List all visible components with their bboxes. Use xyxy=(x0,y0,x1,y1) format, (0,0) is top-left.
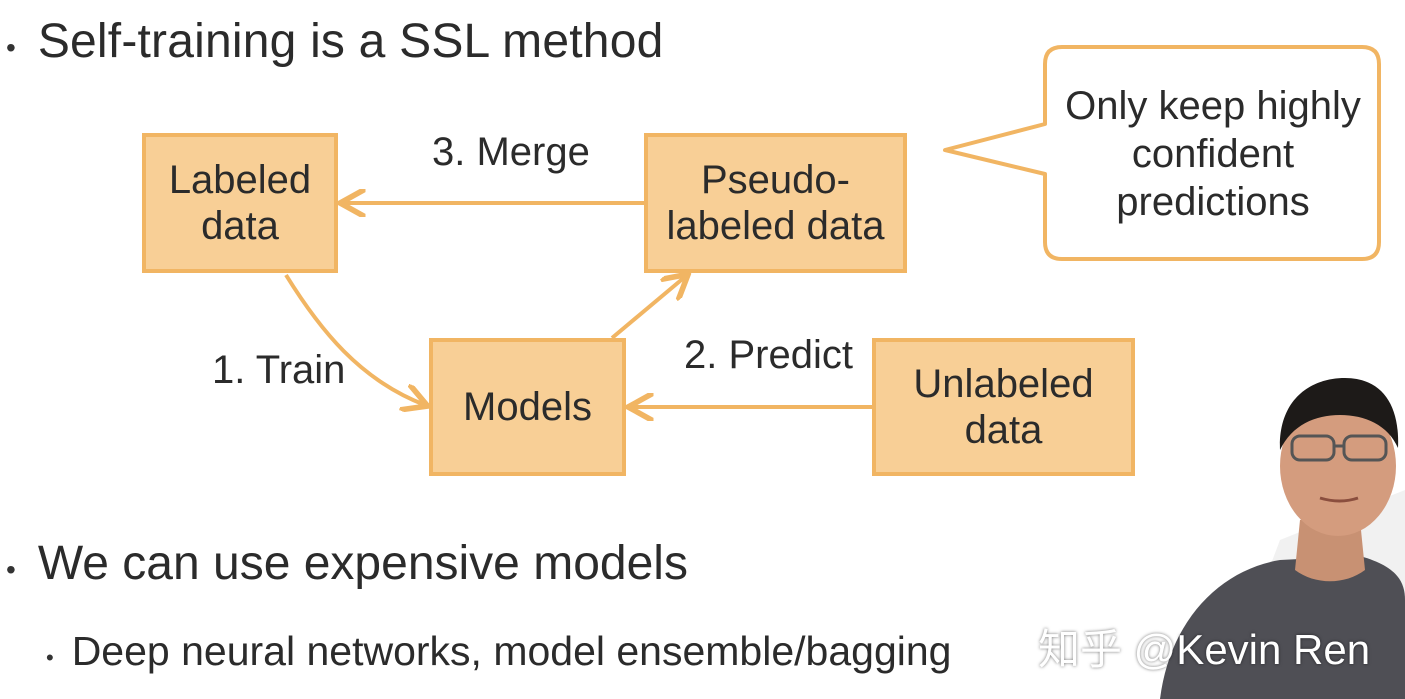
train-arrow xyxy=(284,273,425,405)
unlabeled-data-box: Unlabeled data xyxy=(872,338,1135,476)
bullet-text: We can use expensive models xyxy=(37,537,688,590)
sub-bullet-deep-networks: • Deep neural networks, model ensemble/b… xyxy=(46,628,951,675)
models-to-pseudo-arrow xyxy=(610,276,686,340)
train-label: 1. Train xyxy=(212,348,346,392)
presenter-video xyxy=(1160,370,1405,699)
bullet-dot: • xyxy=(46,645,54,670)
bullet-text: Deep neural networks, model ensemble/bag… xyxy=(71,628,952,674)
watermark: 知乎 @Kevin Ren xyxy=(1038,626,1371,673)
bullet-expensive-models: • We can use expensive models xyxy=(6,536,688,591)
labeled-data-box: Labeled data xyxy=(142,133,338,273)
bullet-self-training: • Self-training is a SSL method xyxy=(6,14,664,69)
callout-text: Only keep highly confident predictions xyxy=(1065,84,1361,224)
bullet-dot: • xyxy=(6,32,16,63)
pseudo-labeled-data-box: Pseudo- labeled data xyxy=(644,133,907,273)
merge-label: 3. Merge xyxy=(432,130,590,174)
bullet-text: Self-training is a SSL method xyxy=(37,15,664,68)
models-box: Models xyxy=(429,338,626,476)
callout-bubble xyxy=(943,45,1381,261)
predict-label: 2. Predict xyxy=(684,333,853,377)
bullet-dot: • xyxy=(6,554,16,585)
